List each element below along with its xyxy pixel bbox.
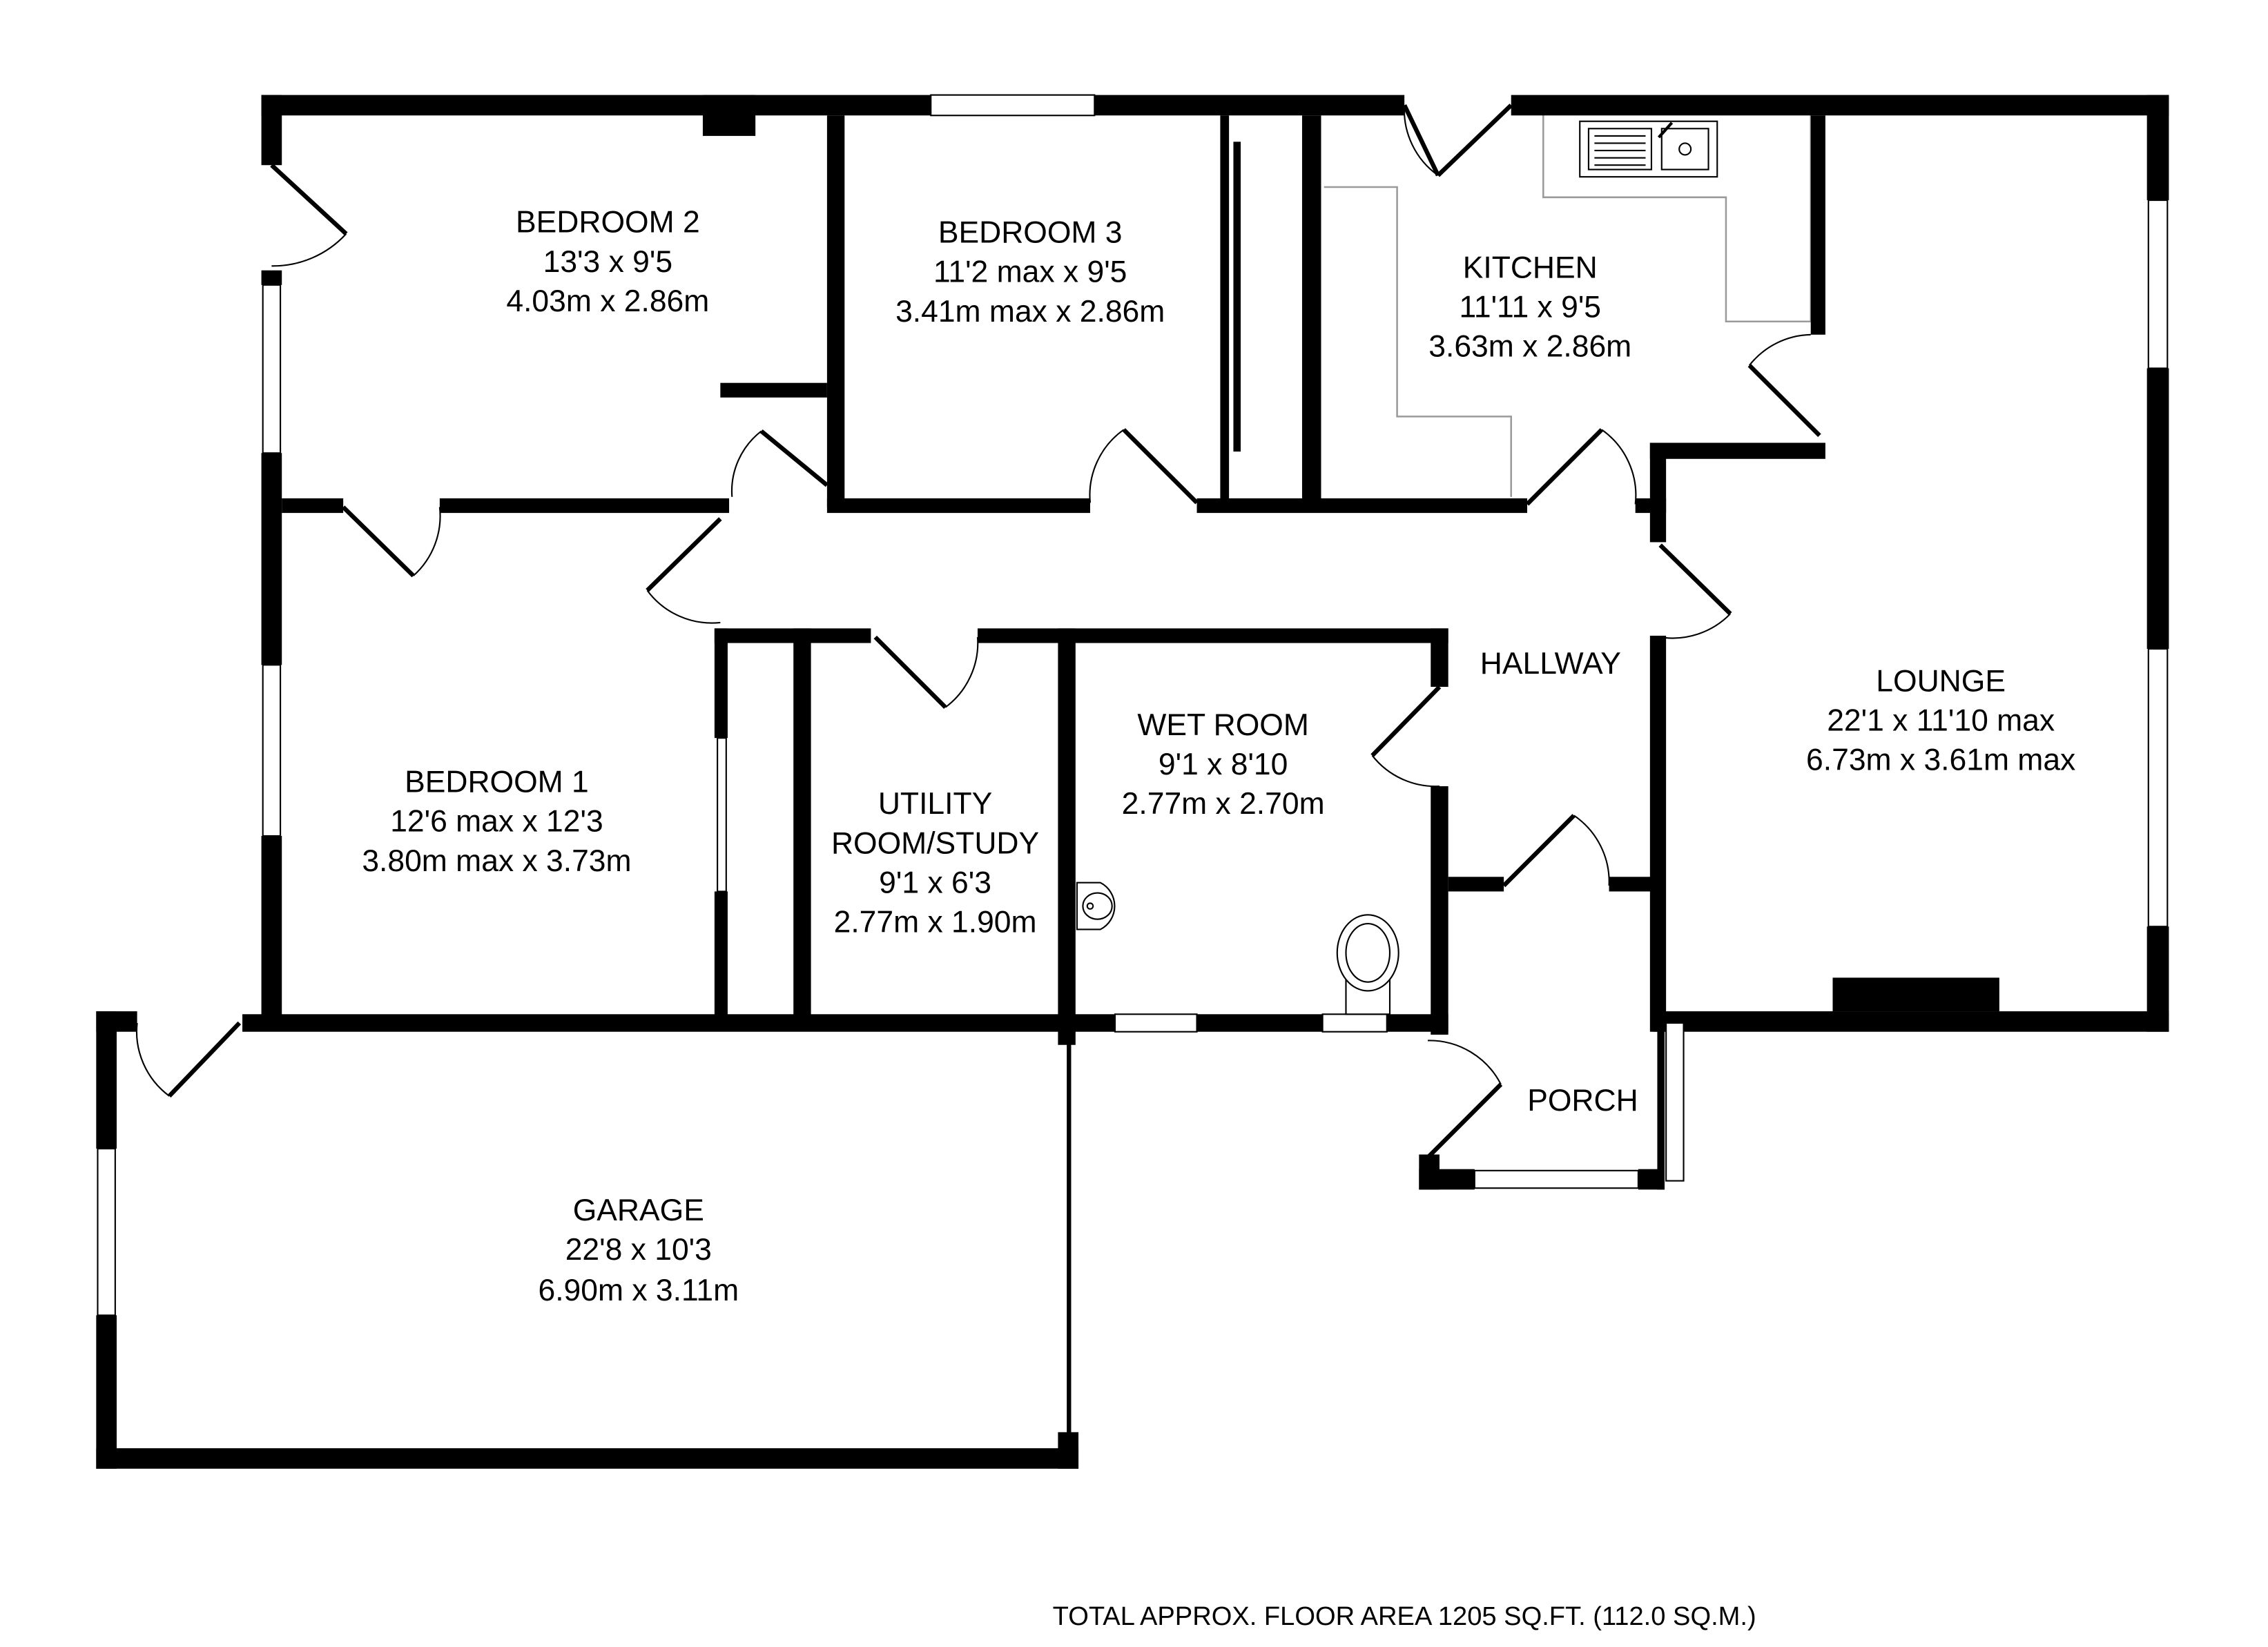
wetroom-size-metric: 2.77m x 2.70m xyxy=(1122,787,1325,821)
total-floor-area: TOTAL APPROX. FLOOR AREA 1205 SQ.FT. (11… xyxy=(1053,1602,1756,1631)
bedroom2-name: BEDROOM 2 xyxy=(516,206,700,240)
lounge-size-imperial: 22'1 x 11'10 max xyxy=(1827,704,2055,738)
utility-size-imperial: 9'1 x 6'3 xyxy=(879,866,991,900)
label-hallway: HALLWAY xyxy=(1480,647,1621,681)
kitchen-size-imperial: 11'11 x 9'5 xyxy=(1459,290,1601,324)
utility-name-line2: ROOM/STUDY xyxy=(831,826,1039,860)
utility-size-metric: 2.77m x 1.90m xyxy=(834,906,1037,939)
bedroom3-name: BEDROOM 3 xyxy=(938,215,1123,249)
walls xyxy=(96,95,2169,1469)
utility-name-line1: UTILITY xyxy=(878,787,992,821)
label-bedroom1: BEDROOM 1 12'6 max x 12'3 3.80m max x 3.… xyxy=(362,765,631,877)
kitchen-name: KITCHEN xyxy=(1463,251,1598,284)
bedroom1-size-metric: 3.80m max x 3.73m xyxy=(362,844,631,878)
wetroom-name: WET ROOM xyxy=(1137,708,1309,742)
kitchen-sink xyxy=(1579,120,1718,178)
garage-size-metric: 6.90m x 3.11m xyxy=(538,1274,739,1307)
label-bedroom3: BEDROOM 3 11'2 max x 9'5 3.41m max x 2.8… xyxy=(895,215,1165,328)
garage-name: GARAGE xyxy=(573,1193,704,1227)
windows xyxy=(97,94,2169,1316)
lounge-name: LOUNGE xyxy=(1876,664,2006,698)
label-garage: GARAGE 22'8 x 10'3 6.90m x 3.11m xyxy=(538,1193,739,1307)
label-wetroom: WET ROOM 9'1 x 8'10 2.77m x 2.70m xyxy=(1122,708,1325,821)
lounge-size-metric: 6.73m x 3.61m max xyxy=(1806,743,2075,777)
bedroom1-name: BEDROOM 1 xyxy=(405,765,589,799)
bedroom1-size-imperial: 12'6 max x 12'3 xyxy=(390,805,603,839)
bedroom2-size-imperial: 13'3 x 9'5 xyxy=(543,245,672,279)
wash-basin xyxy=(1076,881,1116,930)
label-lounge: LOUNGE 22'1 x 11'10 max 6.73m x 3.61m ma… xyxy=(1806,664,2075,777)
toilet xyxy=(1336,914,1399,1015)
label-bedroom2: BEDROOM 2 13'3 x 9'5 4.03m x 2.86m xyxy=(506,206,709,318)
hallway-name: HALLWAY xyxy=(1480,647,1621,681)
kitchen-size-metric: 3.63m x 2.86m xyxy=(1428,330,1631,364)
label-kitchen: KITCHEN 11'11 x 9'5 3.63m x 2.86m xyxy=(1428,251,1631,363)
bedroom3-size-imperial: 11'2 max x 9'5 xyxy=(933,255,1127,289)
wetroom-size-imperial: 9'1 x 8'10 xyxy=(1159,748,1288,781)
bedroom3-size-metric: 3.41m max x 2.86m xyxy=(895,295,1165,329)
label-utility: UTILITY ROOM/STUDY 9'1 x 6'3 2.77m x 1.9… xyxy=(831,787,1039,939)
porch-name: PORCH xyxy=(1527,1084,1638,1118)
garage-size-imperial: 22'8 x 10'3 xyxy=(565,1233,712,1267)
doors xyxy=(135,104,1821,1160)
label-porch: PORCH xyxy=(1527,1084,1638,1118)
bedroom2-size-metric: 4.03m x 2.86m xyxy=(506,284,709,318)
